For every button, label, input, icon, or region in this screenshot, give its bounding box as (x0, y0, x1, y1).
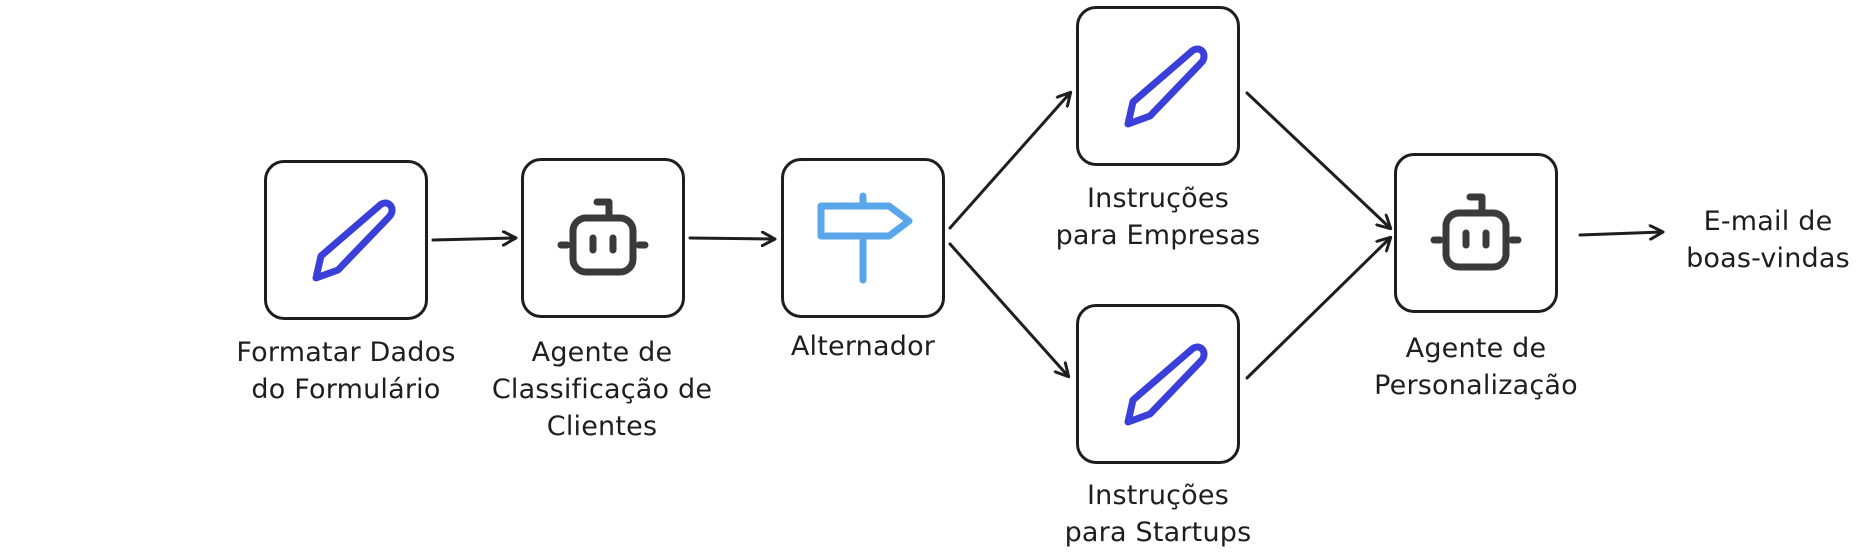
node-alternador[interactable] (781, 158, 945, 318)
node-instrucoes-empresas[interactable] (1076, 6, 1240, 166)
edge-empresas-to-personalizacao (1245, 91, 1390, 228)
pencil-icon (312, 199, 396, 282)
pencil-icon (1124, 45, 1208, 128)
node-formatar-dados-label: Formatar Dados do Formulário (236, 337, 456, 405)
node-agente-classificacao-label: Agente de Classificação de Clientes (491, 337, 713, 442)
node-agente-personalizacao[interactable] (1394, 153, 1558, 313)
edge-personalizacao-to-email (1578, 232, 1662, 235)
output-email-label: E-mail de boas-vindas (1686, 206, 1850, 274)
pencil-icon (1124, 343, 1208, 426)
node-alternador-label: Alternador (790, 331, 936, 362)
node-instrucoes-startups-label: Instruções para Startups (1064, 480, 1252, 548)
edge-classificacao-to-alternador (688, 238, 774, 239)
node-agente-classificacao[interactable] (521, 158, 685, 318)
edge-formatar-to-classificacao (431, 238, 515, 240)
edge-startups-to-personalizacao (1245, 238, 1390, 380)
signpost-icon (817, 192, 913, 284)
node-agente-personalizacao-label: Agente de Personalização (1374, 333, 1578, 401)
robot-icon (557, 198, 649, 276)
edge-alternador-to-empresas (948, 93, 1070, 230)
node-formatar-dados[interactable] (264, 160, 428, 320)
node-instrucoes-startups[interactable] (1076, 304, 1240, 464)
node-instrucoes-empresas-label: Instruções para Empresas (1055, 183, 1261, 251)
robot-icon (1430, 193, 1522, 271)
edge-alternador-to-startups (948, 242, 1068, 376)
